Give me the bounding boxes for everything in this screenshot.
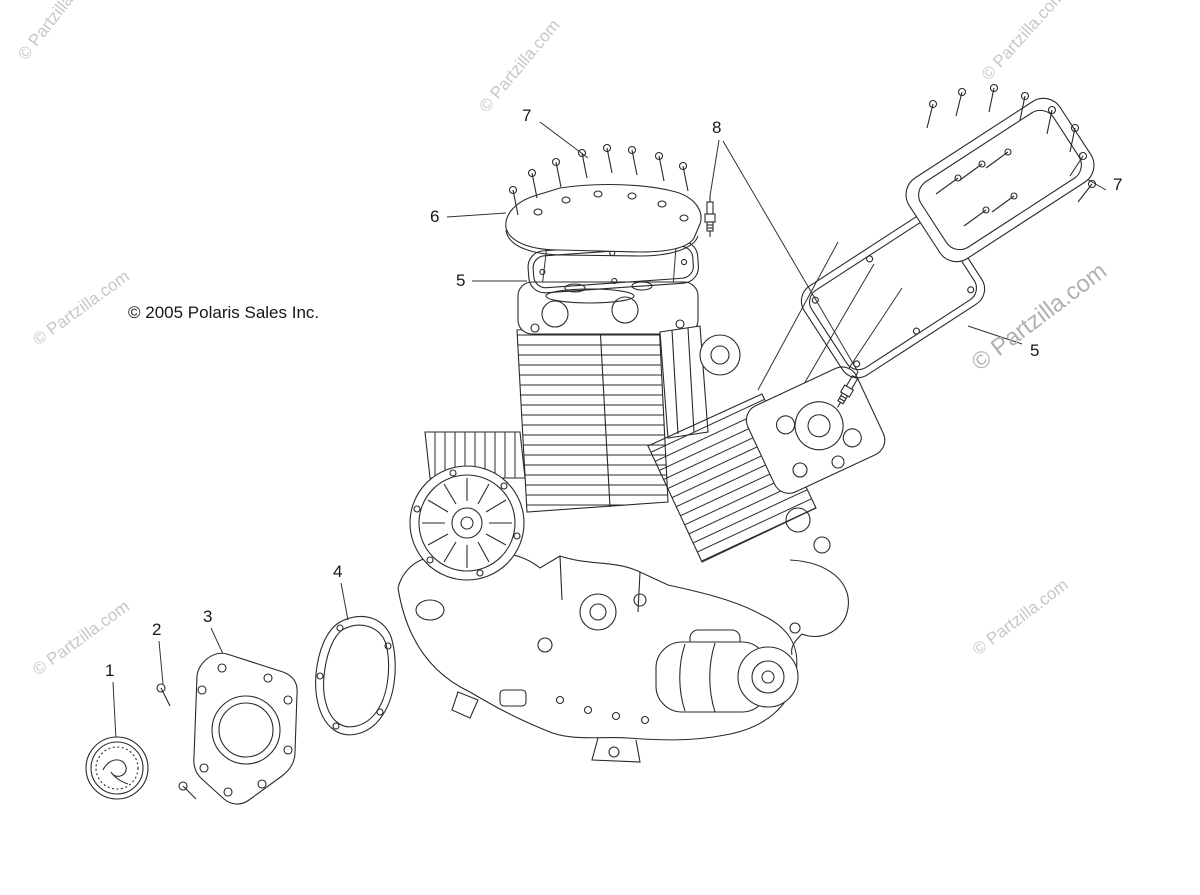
callout-2: 2: [152, 620, 162, 639]
starter-motor: [655, 629, 799, 713]
callout-7-right: 7: [1113, 175, 1123, 194]
engine-assembly: [397, 281, 886, 763]
spark-plug-part-8-right: [837, 371, 859, 408]
rear-cylinder: [647, 366, 886, 563]
callout-6: 6: [430, 207, 440, 226]
bolt-part-2b: [178, 781, 197, 800]
callout-3: 3: [203, 607, 213, 626]
front-cylinder: [516, 281, 699, 513]
bolts-part-7-left: [508, 143, 689, 216]
intake: [699, 334, 741, 376]
bolts-part-7-right: [926, 83, 1097, 203]
emblem-part-1: [85, 736, 149, 800]
callout-1: 1: [105, 661, 115, 680]
stator-cover: [409, 465, 525, 581]
bolt-part-2a: [156, 683, 171, 707]
callout-7-top: 7: [522, 106, 532, 125]
wire: [789, 559, 849, 656]
valve-cover-right: [905, 97, 1095, 263]
callout-8: 8: [712, 118, 722, 137]
callout-5-right: 5: [1030, 341, 1040, 360]
cover-part-3: [193, 652, 298, 805]
copyright-text: © 2005 Polaris Sales Inc.: [128, 303, 320, 322]
callout-5-left: 5: [456, 271, 466, 290]
valve-cover-part-6: [505, 183, 702, 257]
spark-plug-part-8-left: [704, 196, 716, 237]
callout-4: 4: [333, 562, 343, 581]
gasket-part-4: [315, 615, 396, 736]
